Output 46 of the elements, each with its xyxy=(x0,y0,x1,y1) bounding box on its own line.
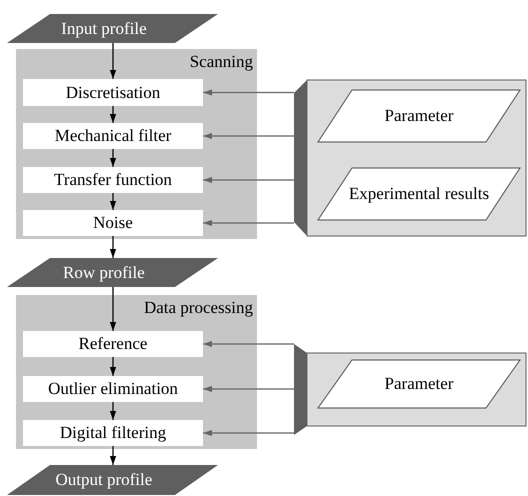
node-label: Transfer function xyxy=(53,171,173,189)
node-label: Discretisation xyxy=(64,84,162,102)
process-box xyxy=(23,331,203,357)
arrow xyxy=(203,89,294,96)
node-label: Reference xyxy=(78,335,148,353)
arrow xyxy=(110,149,116,167)
data-parallelogram xyxy=(7,258,218,287)
node-label: Mechanical filter xyxy=(54,127,172,145)
arrow xyxy=(203,340,294,348)
data-parallelogram xyxy=(7,14,218,43)
data-parallelogram xyxy=(318,168,520,220)
arrow xyxy=(110,287,116,331)
node-label: Output profile xyxy=(54,471,154,489)
node-label: Experimental results xyxy=(348,185,490,203)
arrow xyxy=(110,193,116,210)
arrow xyxy=(203,220,294,226)
arrow xyxy=(110,43,116,79)
node-label: Parameter xyxy=(384,107,454,125)
process-box xyxy=(23,167,203,193)
arrow xyxy=(110,106,116,123)
node-label: Input profile xyxy=(60,20,148,38)
node-label: Noise xyxy=(92,214,134,232)
group-panel xyxy=(16,295,257,449)
arrow xyxy=(110,236,116,258)
process-box xyxy=(23,420,203,446)
arrow xyxy=(110,357,116,376)
process-box xyxy=(23,210,203,236)
node-label: Parameter xyxy=(384,375,454,393)
process-box xyxy=(23,123,203,149)
data-parallelogram xyxy=(7,465,218,495)
group-panel xyxy=(16,49,257,239)
data-parallelogram xyxy=(318,360,520,408)
node-label: Digital filtering xyxy=(58,424,168,442)
arrow xyxy=(110,402,116,420)
arrow xyxy=(203,430,294,436)
arrow xyxy=(203,176,294,184)
process-box xyxy=(23,79,203,106)
group-title: Scanning xyxy=(190,53,253,71)
group-title: Data processing xyxy=(144,299,253,317)
node-label: Outlier elimination xyxy=(47,380,179,398)
node-label: Row profile xyxy=(62,264,146,282)
process-box xyxy=(23,376,203,402)
data-parallelogram xyxy=(318,90,520,142)
arrow xyxy=(203,386,294,392)
arrow xyxy=(110,446,116,465)
arrow xyxy=(203,132,294,140)
